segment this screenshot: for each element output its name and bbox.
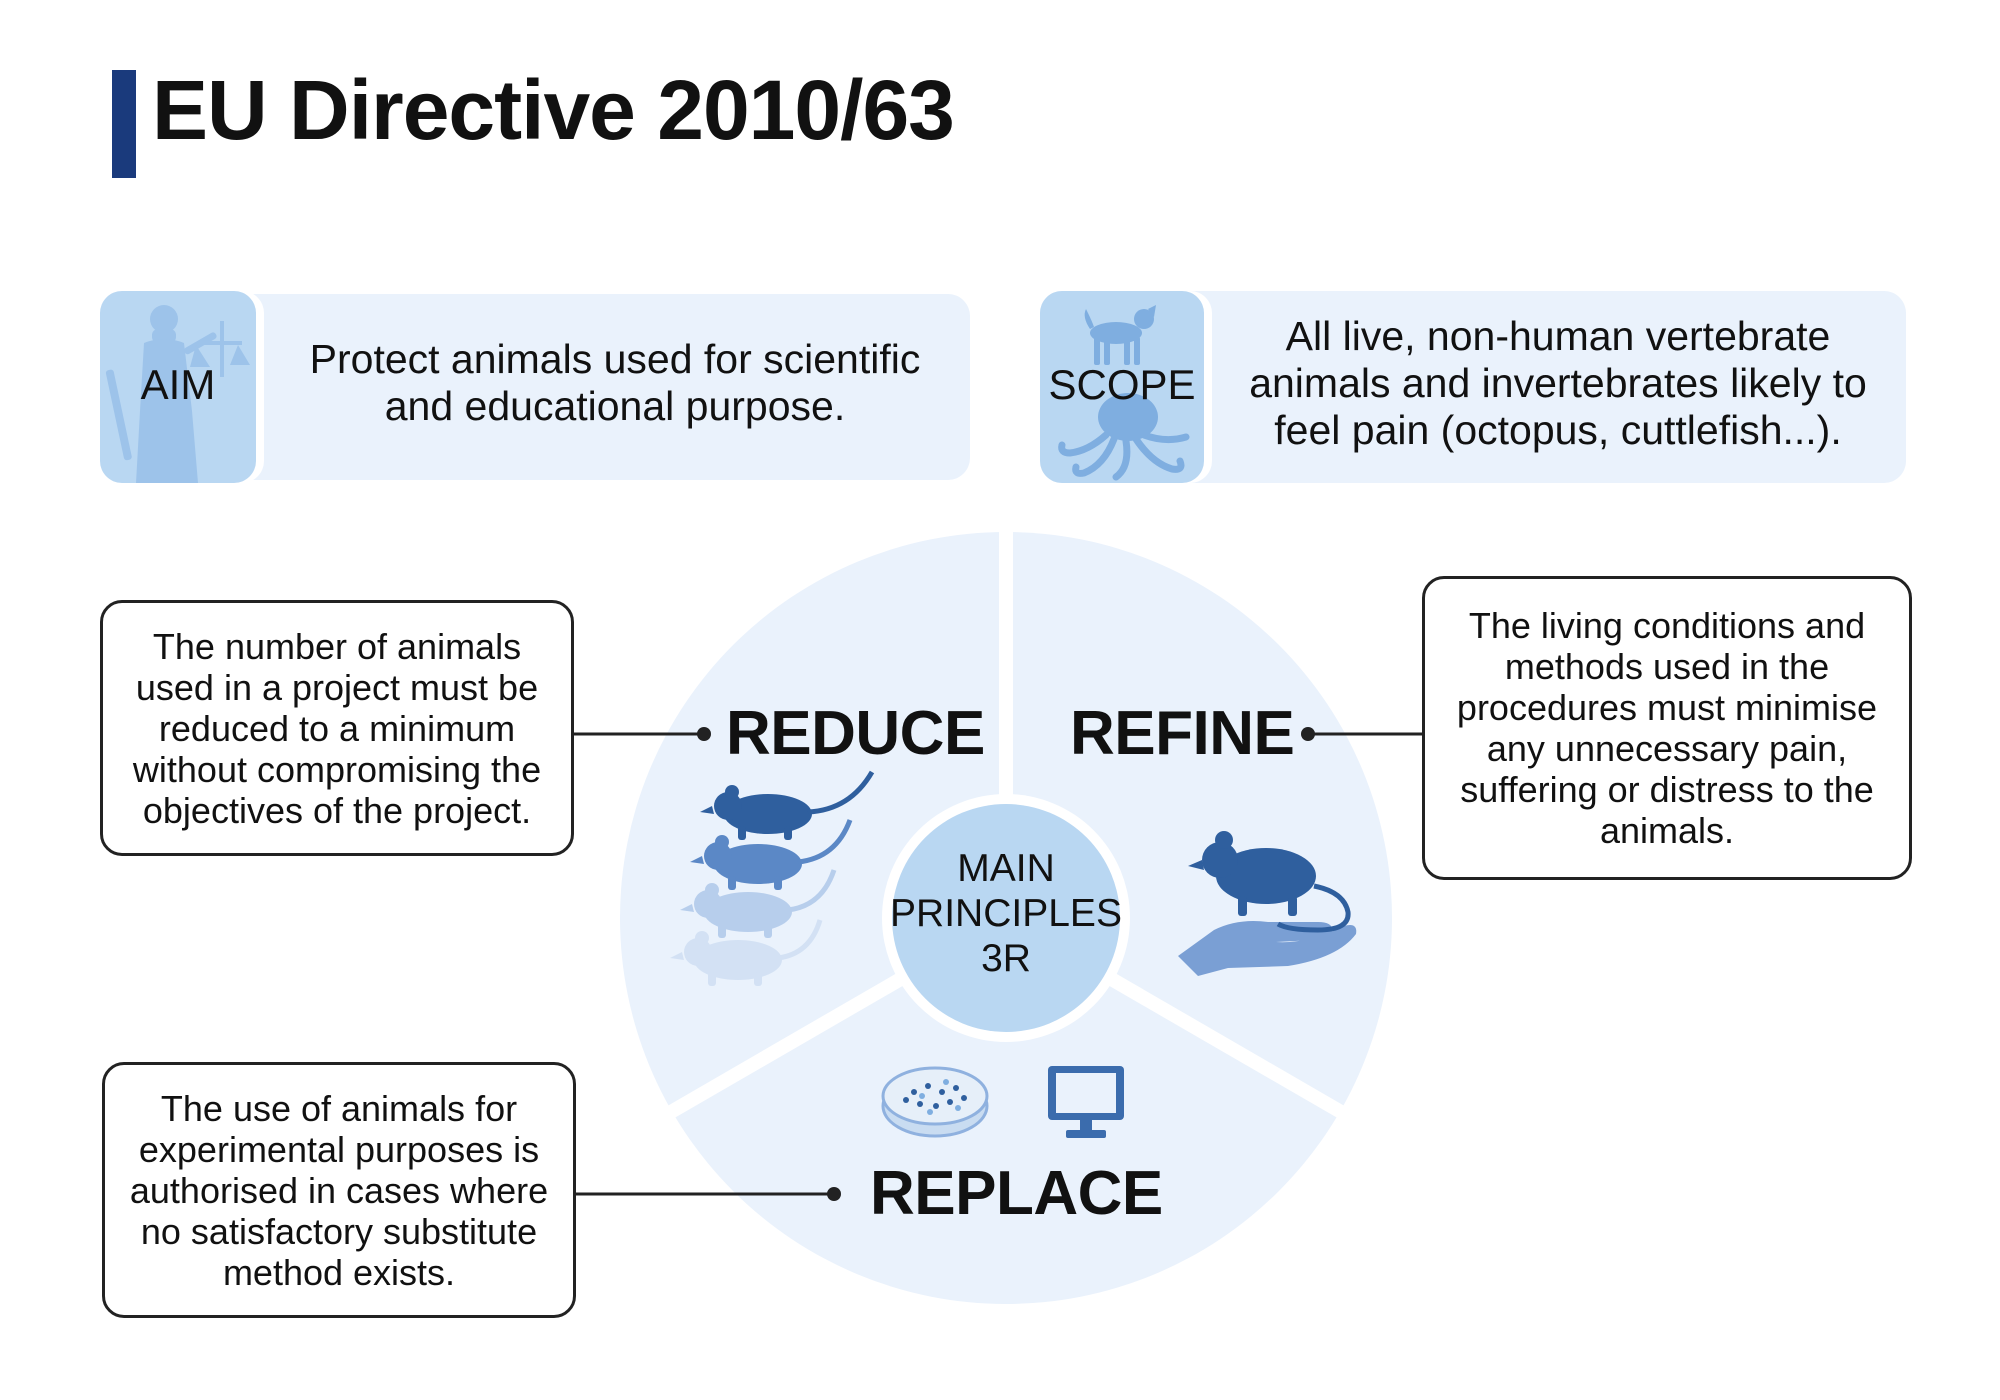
mice-stack-icon [670,770,875,986]
replace-description-box: The use of animals for experimental purp… [102,1062,576,1318]
refine-label: REFINE [1070,699,1295,768]
scope-text: All live, non-human vertebrate animals a… [1249,313,1867,453]
reduce-label: REDUCE [726,699,985,768]
replace-description: The use of animals for experimental purp… [129,1087,549,1293]
dog-icon [1084,305,1156,365]
aim-label: AIM [140,361,216,408]
center-line-3: 3R [981,937,1031,980]
reduce-description-box: The number of animals used in a project … [100,600,574,856]
justice-statue-icon [105,305,250,483]
aim-tile: AIM [100,291,256,483]
center-line-1: MAIN [957,847,1055,890]
scope-label: SCOPE [1048,361,1196,408]
replace-label: REPLACE [870,1159,1163,1228]
mouse-on-hand-icon [1178,831,1357,976]
center-line-2: PRINCIPLES [890,892,1122,935]
reduce-description: The number of animals used in a project … [132,625,542,831]
refine-description: The living conditions and methods used i… [1456,605,1878,851]
center-hub: MAIN PRINCIPLES 3R [888,846,1124,981]
petri-dish-icon [881,1066,989,1138]
title-accent-bar [112,70,136,178]
octopus-icon [1058,393,1190,481]
page-title: EU Directive 2010/63 [152,63,955,157]
refine-description-box: The living conditions and methods used i… [1422,576,1912,880]
aim-text: Protect animals used for scientific and … [309,336,921,429]
computer-monitor-icon [1048,1066,1124,1138]
scope-tile: SCOPE [1040,291,1204,483]
